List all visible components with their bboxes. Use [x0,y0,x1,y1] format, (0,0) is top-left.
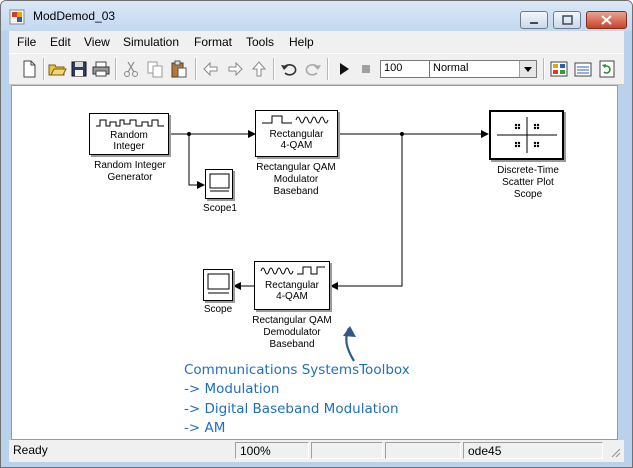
block-inner-text: 4-QAM [276,291,308,302]
title-bar[interactable]: ModDemod_03 [1,1,632,31]
run-button[interactable] [334,59,354,79]
undo-button[interactable] [279,59,299,79]
simulink-app-icon [9,9,25,25]
model-explorer-button[interactable] [573,59,593,79]
block-inner-text: 4-QAM [280,140,313,151]
menu-format[interactable]: Format [194,35,233,49]
annotation-line: -> AM [184,420,226,436]
back-button[interactable] [201,59,221,79]
save-button[interactable] [69,59,89,79]
toolbar: 100 Normal [9,53,624,85]
save-icon [71,61,87,77]
modulation-waveform-icon [262,115,329,124]
status-bar: Ready 100% ode45 [9,440,624,462]
close-icon [601,15,612,25]
scatter-plot-scope-block[interactable] [489,110,564,160]
open-folder-icon [48,64,67,76]
paste-button[interactable] [169,59,189,79]
close-button[interactable] [586,11,627,29]
zoom-level: 100% [235,442,309,459]
scope-icon [209,173,230,192]
scope-label: Scope [203,304,233,315]
annotation-line: Communications SystemsToolbox [184,362,410,378]
block-inner-text: Random [110,130,148,141]
library-browser-button[interactable] [549,59,569,79]
scope-icon [207,273,230,294]
menu-simulation[interactable]: Simulation [123,35,180,49]
print-icon [92,61,110,77]
random-signal-icon [96,119,164,127]
qam-modulator-label: Rectangular QAM Modulator Baseband [256,162,336,197]
simulation-mode-value: Normal [433,62,469,74]
chevron-down-icon[interactable] [519,61,536,77]
annotation-line: -> Digital Baseband Modulation [184,401,399,417]
stop-icon [362,65,370,73]
menu-bar: File Edit View Simulation Format Tools H… [9,31,624,53]
qam-demodulator-label: Rectangular QAM Demodulator Baseband [252,315,332,350]
up-arrow-icon [251,61,267,77]
block-inner-text: Rectangular [265,280,319,291]
menu-edit[interactable]: Edit [50,35,71,49]
menu-help[interactable]: Help [289,35,314,49]
menu-view[interactable]: View [84,35,110,49]
scope1-block[interactable] [205,169,233,199]
paste-icon [171,60,187,78]
scatter-plot-icon [497,117,557,153]
new-file-icon [23,60,36,78]
copy-button[interactable] [145,59,165,79]
annotation-line: -> Modulation [184,381,280,397]
new-button[interactable] [19,59,39,79]
status-field-empty [385,442,461,459]
block-inner-text: Rectangular [269,129,324,140]
redo-icon [305,64,321,76]
refresh-icon [599,60,615,78]
qam-modulator-block[interactable]: Rectangular 4-QAM [255,110,338,157]
cut-icon [124,61,138,77]
minimize-icon [530,22,538,24]
forward-arrow-icon [228,61,243,77]
status-field-empty [311,442,383,459]
scope-block[interactable] [203,269,233,301]
status-text: Ready [13,443,48,457]
refresh-button[interactable] [597,59,617,79]
solver-name: ode45 [463,442,603,459]
scope1-label: Scope1 [203,203,237,214]
stop-time-input[interactable]: 100 [380,60,430,78]
maximize-button[interactable] [553,11,581,29]
print-button[interactable] [91,59,111,79]
random-integer-generator-label: Random Integer Generator [94,160,166,183]
menu-file[interactable]: File [17,35,37,49]
undo-icon [281,64,297,76]
scatter-plot-scope-label: Discrete-Time Scatter Plot Scope [497,165,559,200]
model-canvas[interactable]: Random Integer Random Integer Generator … [11,85,618,440]
forward-button[interactable] [225,59,245,79]
cut-button[interactable] [121,59,141,79]
open-button[interactable] [47,59,67,79]
signal-lines [169,130,489,362]
menu-tools[interactable]: Tools [246,35,275,49]
resize-grip-icon[interactable] [608,445,622,459]
qam-demodulator-block[interactable]: Rectangular 4-QAM [254,261,330,310]
window-title: ModDemod_03 [33,9,116,23]
copy-icon [147,61,163,78]
maximize-icon [562,15,573,25]
model-explorer-icon [574,62,592,77]
stop-button[interactable] [356,59,376,79]
play-icon [340,63,349,75]
minimize-button[interactable] [520,11,548,29]
random-integer-generator-block[interactable]: Random Integer [89,113,169,155]
demodulation-waveform-icon [260,266,325,275]
back-arrow-icon [203,61,218,77]
block-inner-text: Integer [113,141,145,152]
simulation-mode-select[interactable]: Normal [429,60,537,78]
up-button[interactable] [249,59,269,79]
library-browser-icon [550,61,568,77]
redo-button[interactable] [303,59,323,79]
